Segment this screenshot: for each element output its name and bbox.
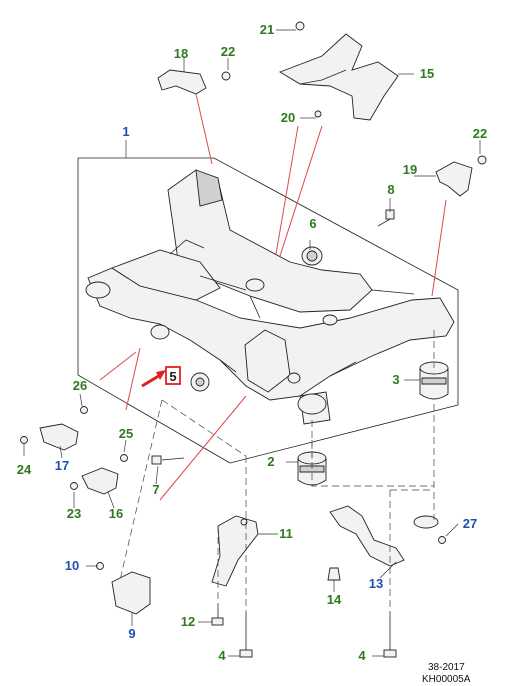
callout-23: 23 [67, 506, 81, 521]
rear-subframe [77, 157, 459, 464]
bracket-18 [157, 69, 231, 95]
callout-12: 12 [181, 614, 195, 629]
bracket-19 [435, 155, 487, 197]
callout-leaders [23, 29, 481, 657]
bolt-7 [151, 455, 185, 465]
callout-8: 8 [387, 182, 394, 197]
callout-10: 10 [65, 558, 79, 573]
figure-id: KH00005A [422, 674, 471, 685]
callout-4-right: 4 [358, 648, 366, 663]
item-5-highlight [141, 366, 181, 388]
callout-9: 9 [128, 626, 135, 641]
callout-2: 2 [267, 454, 274, 469]
callout-16: 16 [109, 506, 123, 521]
assembly-lines [119, 330, 435, 612]
callout-11: 11 [279, 526, 293, 541]
callout-26: 26 [73, 378, 87, 393]
bracket-11 [211, 515, 259, 587]
callout-21: 21 [260, 22, 274, 37]
bracket-13 [329, 505, 446, 567]
callout-20: 20 [281, 110, 295, 125]
callout-1: 1 [122, 124, 129, 139]
bush-6 [301, 246, 323, 266]
callout-19: 19 [403, 162, 417, 177]
bush-5 [190, 372, 210, 392]
bolt-12 [211, 604, 224, 626]
heat-shield-15 [278, 21, 399, 121]
callout-27: 27 [463, 516, 477, 531]
red-leader-lines [99, 93, 447, 501]
callout-25: 25 [119, 426, 133, 441]
callout-24: 24 [17, 462, 32, 477]
callout-14: 14 [327, 592, 342, 607]
callout-5: 5 [169, 369, 176, 384]
callout-22-top: 22 [221, 44, 235, 59]
bolt-8 [377, 209, 395, 227]
callout-7: 7 [152, 482, 159, 497]
bracket-16 [70, 454, 128, 495]
fastener-14 [327, 567, 341, 581]
callout-13: 13 [369, 576, 383, 591]
bracket-17 [20, 406, 88, 451]
mount-9 [96, 562, 151, 615]
callout-15: 15 [420, 66, 434, 81]
date-code: 38-2017 [428, 662, 465, 673]
callouts: 1 2 3 4 4 5 6 7 8 9 10 11 12 13 14 15 16… [17, 22, 487, 663]
callout-4-left: 4 [218, 648, 226, 663]
callout-17: 17 [55, 458, 69, 473]
callout-6: 6 [309, 216, 316, 231]
callout-3: 3 [392, 372, 399, 387]
bolt-4-left [239, 612, 253, 658]
callout-18: 18 [174, 46, 188, 61]
bolt-4-right [383, 612, 397, 658]
figure-reference: 38-2017 KH00005A [422, 662, 471, 685]
callout-22-right: 22 [473, 126, 487, 141]
